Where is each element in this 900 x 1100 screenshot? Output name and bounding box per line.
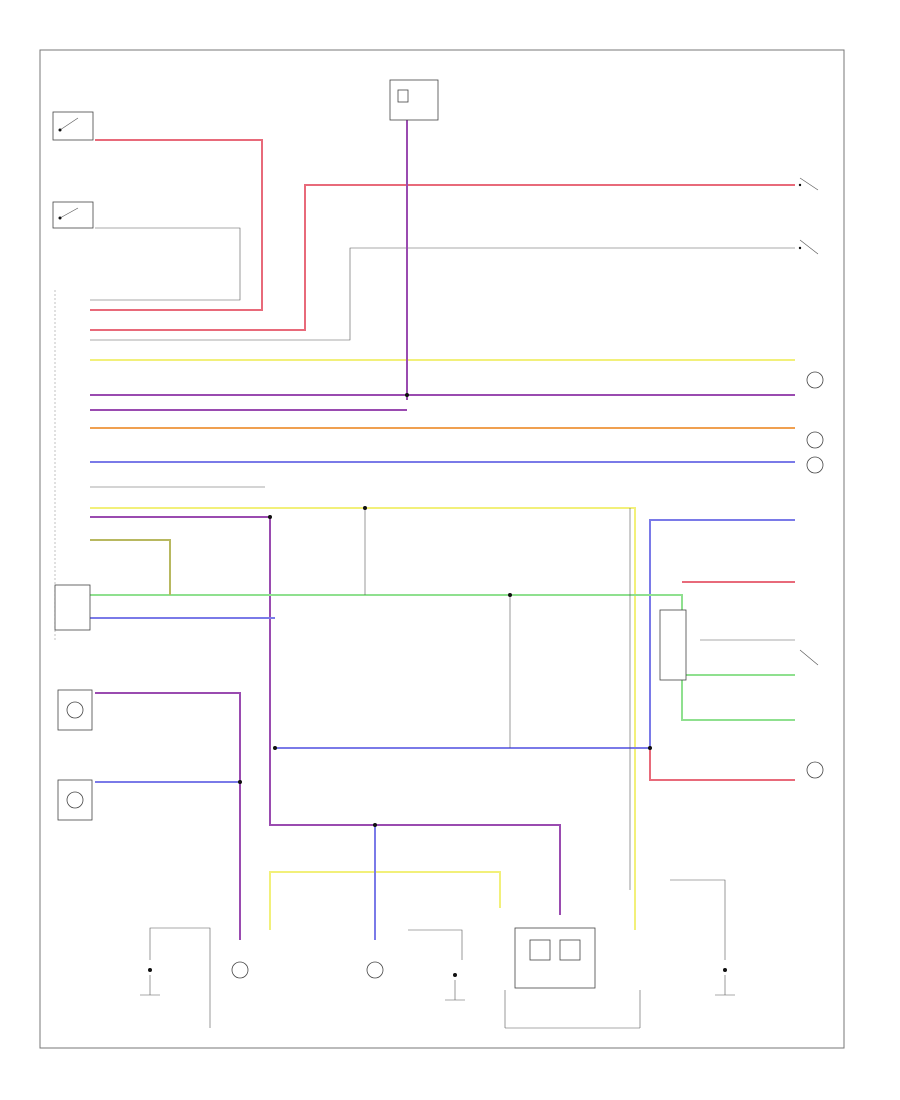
thin-connectors xyxy=(54,290,795,890)
switch-icon xyxy=(52,201,94,229)
diagram-frame xyxy=(39,49,845,1049)
lamp-icon xyxy=(231,961,384,979)
gray-wires xyxy=(90,227,795,488)
bottom-device-outlines xyxy=(149,879,726,1028)
switch-icon xyxy=(52,111,94,141)
yellow-wires xyxy=(90,359,795,930)
junction-dots xyxy=(238,393,652,827)
switch-icon xyxy=(798,177,819,255)
lamp-icon xyxy=(57,689,93,821)
module-icon xyxy=(659,609,819,681)
blue-wires xyxy=(90,461,795,940)
fuse-box-icon xyxy=(389,79,439,121)
relay-icon xyxy=(504,927,641,1029)
red-wires xyxy=(90,139,795,781)
olive-wires xyxy=(90,539,171,595)
lamp-icon xyxy=(806,371,824,779)
purple-wires xyxy=(90,115,795,940)
module-icon xyxy=(54,584,91,631)
ground-icon xyxy=(140,968,735,1001)
green-wires xyxy=(90,594,795,721)
